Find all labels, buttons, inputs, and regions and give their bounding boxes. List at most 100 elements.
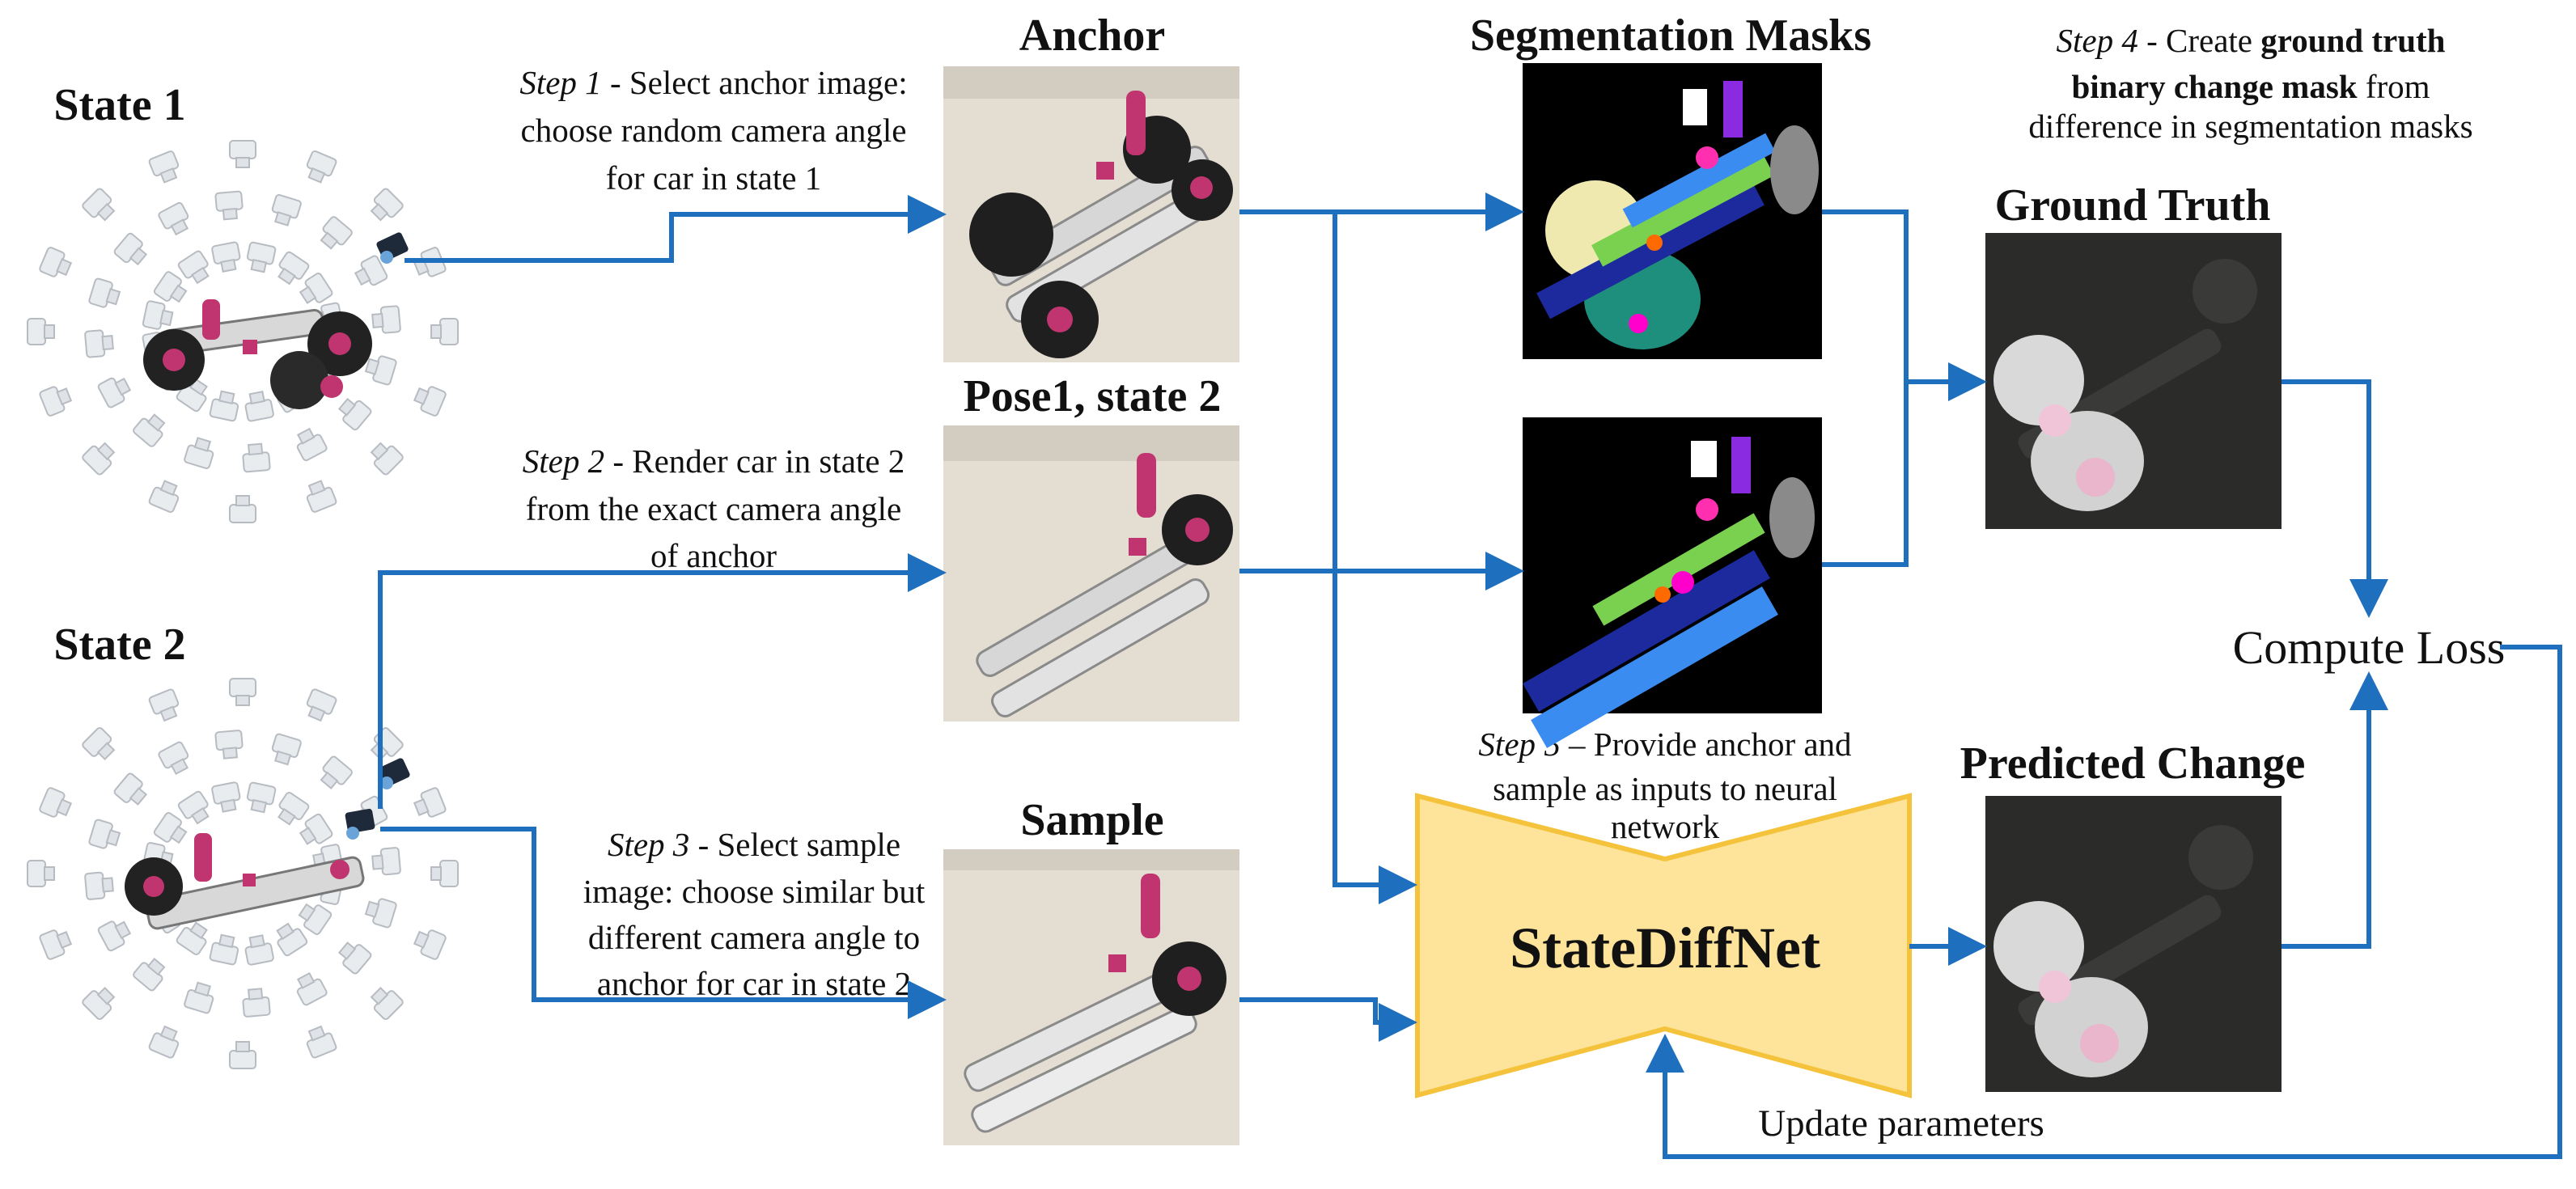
pose1-state2-image [943, 425, 1239, 721]
camera-icon [39, 247, 73, 277]
camera-icon [142, 300, 174, 330]
camera-icon [271, 193, 302, 226]
step3-text-line1: Step 3 - Select sample [608, 826, 900, 863]
camera-icon [271, 733, 302, 766]
camera-icon [27, 860, 55, 887]
state2-camera-ring [27, 678, 459, 1069]
camera-icon [148, 1025, 180, 1059]
camera-icon [337, 397, 372, 431]
camera-icon [306, 150, 337, 184]
camera-icon [88, 819, 121, 849]
arrow-predicted-to-loss [2282, 671, 2388, 949]
camera-icon [299, 273, 333, 304]
camera-icon [148, 480, 180, 514]
camera-icon [229, 678, 256, 706]
camera-icon [320, 755, 353, 790]
predicted-change-image [1985, 796, 2282, 1092]
state1-camera-ring [27, 140, 459, 523]
flow-arrows [378, 193, 2562, 1159]
camera-icon [296, 427, 328, 462]
state2-toy-car [125, 833, 365, 930]
camera-icon [176, 378, 208, 413]
camera-icon [88, 277, 121, 308]
camera-icon [84, 871, 114, 900]
camera-icon [244, 934, 274, 966]
camera-icon [244, 391, 274, 422]
camera-icon [158, 741, 189, 776]
sample-image [943, 849, 1239, 1145]
step2-text-line3: of anchor [650, 537, 777, 574]
camera-icon [211, 241, 241, 273]
camera-icon [97, 920, 132, 952]
step4-text-line2: binary change mask from [2071, 68, 2430, 105]
camera-icon [320, 216, 353, 250]
arrow-camera-to-pose1 [378, 553, 947, 809]
compute-loss-label: Compute Loss [2233, 621, 2506, 674]
camera-icon [242, 988, 271, 1018]
camera-icon [229, 1041, 256, 1069]
camera-icon [133, 413, 166, 447]
statediffnet-label: StateDiffNet [1510, 916, 1820, 980]
arrow-masks-merge [1822, 209, 1909, 567]
camera-icon [113, 232, 148, 266]
step5-text-line3: network [1611, 808, 1720, 845]
camera-icon [148, 688, 180, 722]
camera-icon [296, 971, 328, 1006]
camera-icon [84, 329, 114, 358]
arrow-ground-truth-to-loss [2282, 379, 2388, 618]
camera-icon [82, 188, 116, 222]
update-parameters-label: Update parameters [1758, 1102, 2044, 1145]
camera-icon [82, 726, 116, 761]
camera-icon [97, 377, 132, 408]
step3-text-line2: image: choose similar but [583, 873, 926, 910]
ground-truth-title: Ground Truth [1995, 180, 2271, 231]
camera-icon [370, 442, 404, 476]
camera-icon [27, 318, 55, 345]
camera-icon [214, 190, 244, 221]
camera-icon [39, 929, 73, 960]
arrow-loss-to-network [1646, 645, 2562, 1159]
camera-icon [413, 929, 447, 960]
step1-text-line3: for car in state 1 [606, 159, 821, 197]
camera-icon [413, 787, 447, 818]
camera-icon [82, 986, 116, 1021]
camera-icon [209, 390, 239, 422]
camera-icon [214, 730, 244, 760]
camera-icon [211, 781, 241, 813]
camera-icon [370, 986, 404, 1021]
camera-icon [430, 318, 459, 345]
camera-icon [278, 251, 310, 286]
step3-text-line4: anchor for car in state 2 [597, 965, 911, 1002]
camera-icon [246, 781, 277, 814]
sample-title: Sample [1020, 795, 1163, 845]
step5-text-line2: sample as inputs to neural [1493, 770, 1837, 807]
segmentation-mask-1 [1523, 63, 1822, 359]
segmentation-mask-2 [1523, 417, 1822, 748]
camera-icon [371, 847, 401, 876]
camera-icon [278, 791, 310, 826]
camera-icon [306, 688, 337, 722]
camera-icon [229, 140, 256, 168]
camera-icon [298, 903, 333, 935]
camera-icon [158, 201, 189, 236]
camera-icon [39, 787, 73, 818]
camera-icon [177, 790, 210, 825]
arrow-camera-to-sample [380, 827, 947, 1019]
camera-icon [413, 386, 447, 417]
camera-icon [153, 271, 188, 303]
camera-icon [306, 480, 337, 513]
camera-icon [184, 981, 214, 1014]
arrow-camera-to-anchor [405, 195, 947, 263]
arrow-sample-to-network [1239, 997, 1417, 1042]
camera-icon [184, 437, 214, 470]
camera-icon [299, 813, 333, 845]
step1-text-line1: Step 1 - Select anchor image: [519, 64, 907, 101]
camera-icon [39, 386, 73, 417]
step4-text-line3: difference in segmentation masks [2028, 108, 2472, 145]
camera-icon [229, 495, 256, 523]
predicted-change-title: Predicted Change [1960, 738, 2306, 789]
selected-camera-icons [345, 758, 410, 840]
camera-icon [177, 250, 210, 285]
state2-label: State 2 [53, 620, 185, 670]
camera-icon [276, 922, 308, 957]
